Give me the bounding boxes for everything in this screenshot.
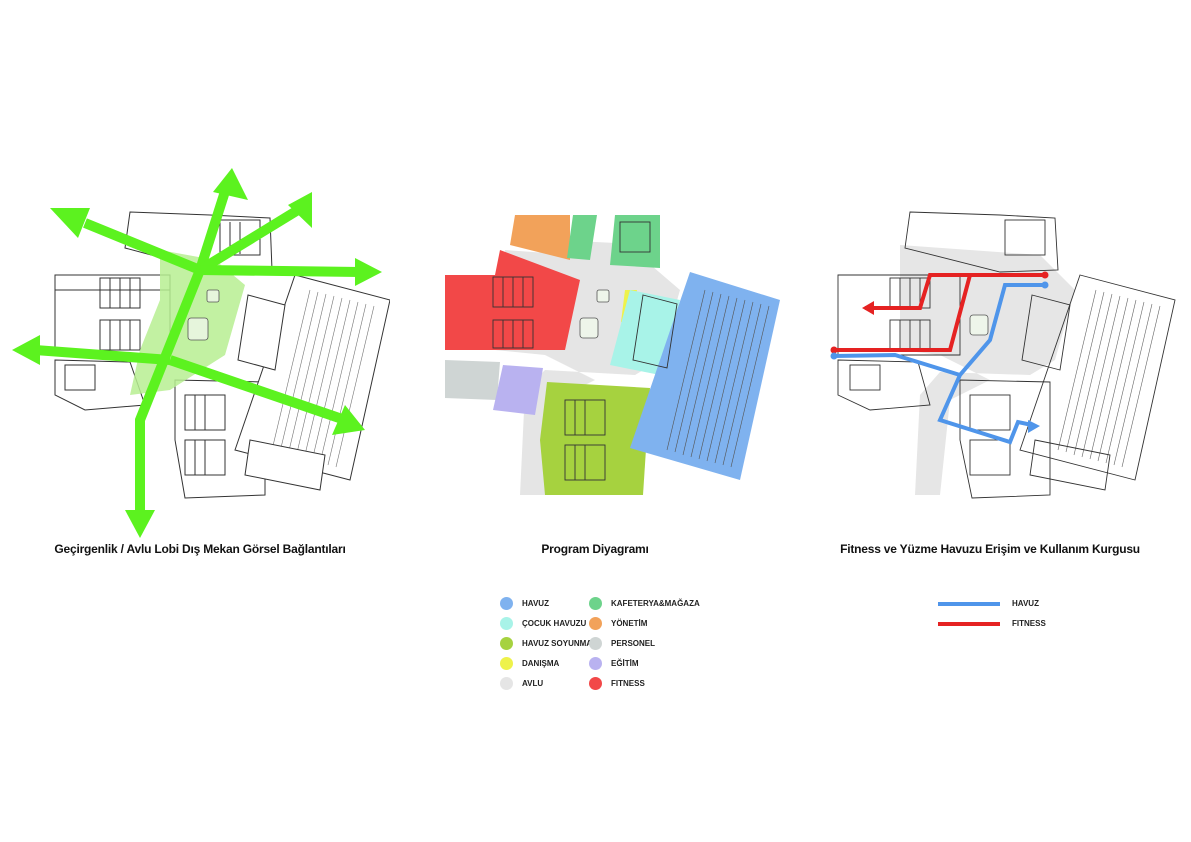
fitness-route-start-dot [1041, 271, 1049, 279]
view-connection-arrows [34, 180, 361, 510]
legend-item-fitness: FITNESS [589, 677, 645, 690]
pool-route-end-dot [830, 352, 838, 360]
route-legend-item-havuz: HAVUZ [938, 599, 1039, 608]
permeability-diagram [10, 150, 390, 540]
legend-label-yonetim: YÖNETİM [611, 619, 648, 628]
program-zone-fitness [445, 250, 580, 350]
arrowhead-e-icon [355, 258, 382, 286]
courtyard-object-icon [187, 317, 209, 341]
legend-label-fitness: FITNESS [611, 679, 645, 688]
courtyard-small-object-icon [206, 289, 220, 303]
legend-dot-havuz-soyunma [500, 637, 513, 650]
legend-item-danisma: DANIŞMA [500, 657, 559, 670]
program-zone-havuz-soyunma [540, 382, 650, 495]
legend-label-egitim: EĞİTİM [611, 659, 639, 668]
arrowhead-w-icon [12, 335, 40, 365]
program-courtyard-small-object-icon [596, 289, 610, 303]
access-route-diagram [800, 150, 1180, 540]
arrowhead-n-icon [213, 168, 248, 200]
legend-item-cocuk-havuzu: ÇOCUK HAVUZU [500, 617, 586, 630]
legend-dot-havuz [500, 597, 513, 610]
legend-dot-personel [589, 637, 602, 650]
program-zone-havuz [630, 272, 780, 480]
arrowhead-ne-icon [288, 192, 312, 228]
legend-label-personel: PERSONEL [611, 639, 656, 648]
legend-label-havuz-soyunma: HAVUZ SOYUNMA [522, 639, 593, 648]
legend-item-havuz: HAVUZ [500, 597, 549, 610]
program-caption: Program Diyagramı [541, 542, 649, 556]
legend-item-yonetim: YÖNETİM [589, 617, 647, 630]
route-legend-swatch-havuz [938, 601, 1000, 606]
program-zone-kafeterya-left [567, 215, 597, 260]
program-zone-personel [445, 360, 500, 400]
program-zone-kafeterya-right [610, 215, 660, 268]
legend-dot-danisma [500, 657, 513, 670]
access-courtyard-object-icon [969, 314, 989, 336]
legend-item-personel: PERSONEL [589, 637, 655, 650]
route-legend-label-fitness: FITNESS [1012, 619, 1046, 628]
program-zone-yonetim [510, 215, 570, 260]
legend-item-kafeterya: KAFETERYA&MAĞAZA [589, 597, 700, 610]
legend-label-kafeterya: KAFETERYA&MAĞAZA [611, 599, 700, 608]
program-courtyard-object-icon [579, 317, 599, 339]
fitness-route-arrowhead-icon [862, 301, 874, 315]
program-plan-svg [445, 215, 780, 495]
legend-label-danisma: DANIŞMA [522, 659, 560, 668]
fitness-route [835, 273, 1045, 352]
legend-label-cocuk-havuzu: ÇOCUK HAVUZU [522, 619, 587, 628]
route-legend-label-havuz: HAVUZ [1012, 599, 1039, 608]
pool-route-arrowhead-icon [1028, 420, 1040, 433]
access-courtyard [900, 245, 1075, 495]
fitness-route-end-dot [830, 346, 838, 354]
legend-dot-avlu [500, 677, 513, 690]
access-caption: Fitness ve Yüzme Havuzu Erişim ve Kullan… [840, 542, 1140, 556]
legend-dot-yonetim [589, 617, 602, 630]
program-zone-egitim [493, 365, 543, 415]
arrowhead-se-icon [332, 405, 365, 435]
legend-item-avlu: AVLU [500, 677, 543, 690]
permeability-plan-svg [12, 168, 390, 538]
legend-dot-cocuk-havuzu [500, 617, 513, 630]
legend-item-havuz-soyunma: HAVUZ SOYUNMA [500, 637, 592, 650]
arrowhead-nw-icon [50, 208, 90, 238]
pool-route [937, 283, 1045, 445]
legend-label-havuz: HAVUZ [522, 599, 549, 608]
legend-item-egitim: EĞİTİM [589, 657, 639, 670]
permeability-caption: Geçirgenlik / Avlu Lobi Dış Mekan Görsel… [54, 542, 346, 556]
program-diagram [405, 150, 785, 540]
legend-dot-egitim [589, 657, 602, 670]
legend-dot-kafeterya [589, 597, 602, 610]
legend-dot-fitness [589, 677, 602, 690]
legend-label-avlu: AVLU [522, 679, 544, 688]
pool-route-start-dot [1041, 281, 1049, 289]
route-legend-swatch-fitness [938, 621, 1000, 626]
fitness-route-branch [865, 273, 970, 310]
route-legend-item-fitness: FITNESS [938, 619, 1046, 628]
access-plan-svg [830, 211, 1176, 499]
program-plan-lines [492, 221, 770, 481]
arrowhead-s-icon [125, 510, 155, 538]
pool-route-west [833, 352, 961, 377]
access-plan-lines [837, 211, 1176, 499]
arrow-heads [12, 168, 382, 538]
